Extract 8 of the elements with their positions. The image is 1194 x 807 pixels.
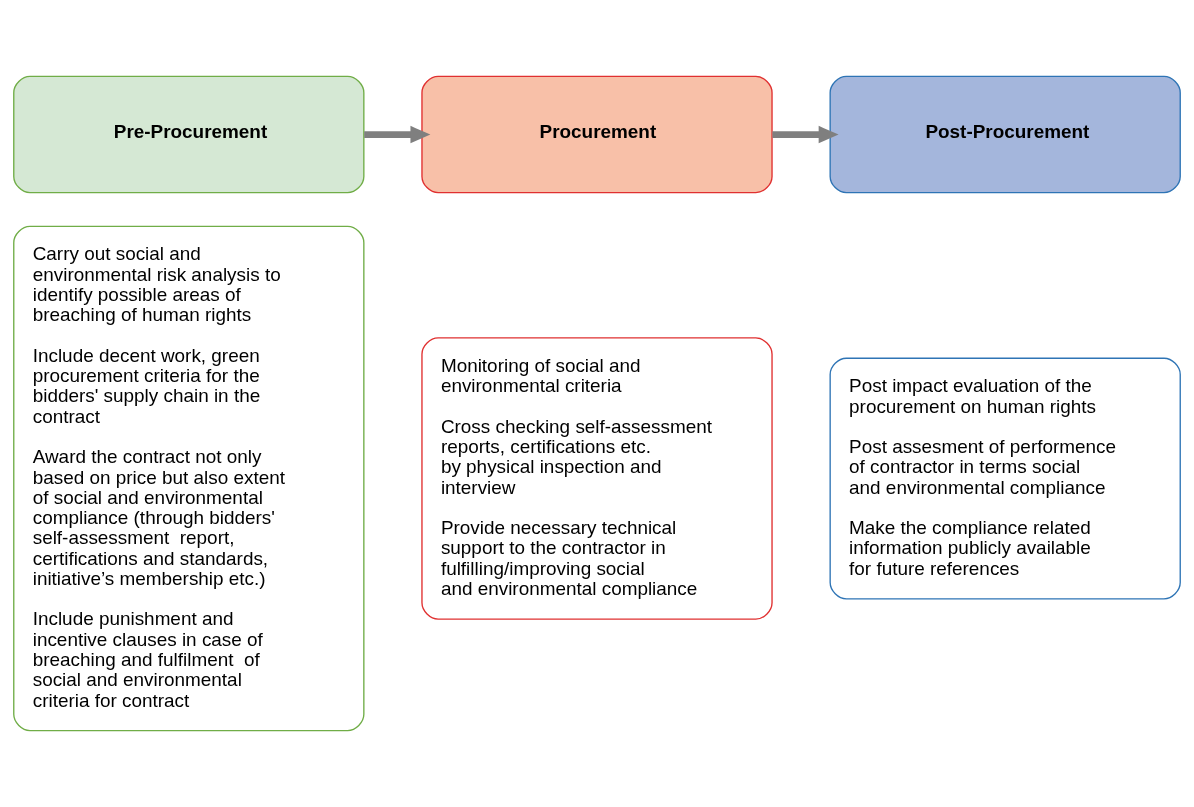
node-box: Procurement [421,75,773,194]
node-box: Post impact evaluation of the procurement on human rights Post assesment of performence of contractor in terms social and environmental compliance Make the compliance related information publicly available for future references [829,357,1181,600]
node-box: Carry out social and environmental risk analysis to identify possible areas of breaching of human rights Include decent work, green procurement criteria for the bidders' supply chain in the contract Award the contract not only based on price but also extent of social and environmental compliance (through bidders' self-assessment report, certifications and standards, initiative’s membership etc.) Include punishment and incentive clauses in case of breaching and fulfilment of social and environmental criteria for contract [13,225,365,732]
node-box: Post-Procurement [829,75,1181,194]
arrow [772,125,839,144]
arrow [364,125,431,144]
node-box: Pre-Procurement [13,75,365,194]
node-box: Monitoring of social and environmental criteria Cross checking self-assessment reports, certifications etc. by physical inspection and interview Provide necessary technical support to the contractor in fulfilling/improving social and environmental compliance [421,337,773,620]
